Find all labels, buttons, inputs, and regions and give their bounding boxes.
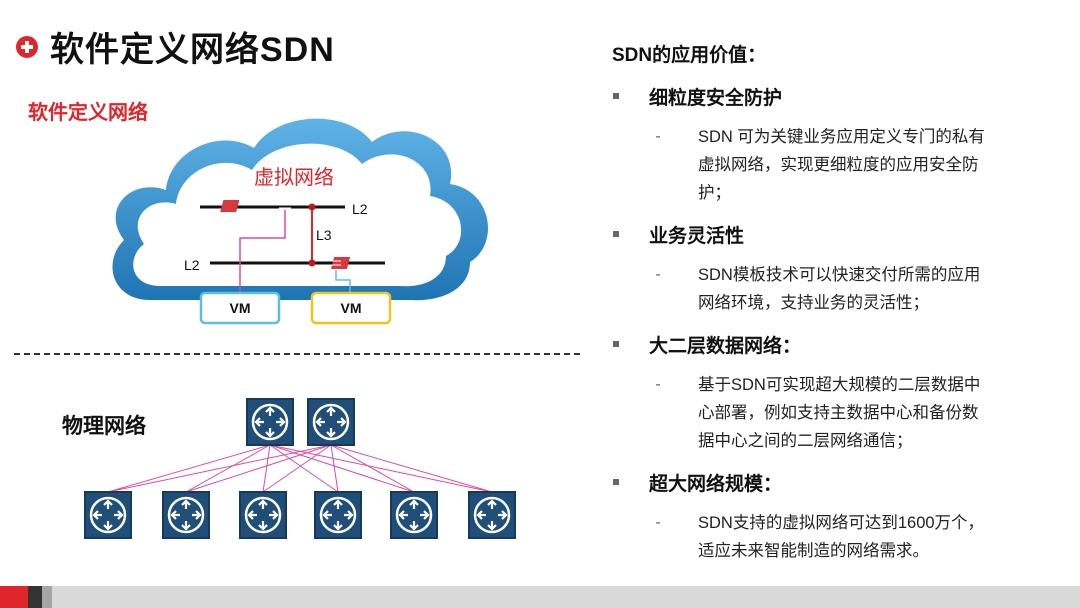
- core-switch-icon-2: [306, 397, 356, 447]
- footer-accent-red: [0, 586, 28, 608]
- access-switch-icon-5: [389, 490, 439, 540]
- section-title: 细粒度安全防护: [649, 87, 783, 109]
- physical-network-label: 物理网络: [62, 415, 146, 438]
- l3-bottom-node: [308, 259, 316, 267]
- value-panel: SDN的应用价值： 细粒度安全防护 - SDN 可为关键业务应用定义专门的私有 …: [612, 40, 1062, 577]
- virtual-switch-icon-bottom: [329, 257, 351, 269]
- access-switch-icon-1: [83, 490, 133, 540]
- virtual-section-label: 软件定义网络: [28, 102, 148, 124]
- vm2-box: [310, 291, 392, 325]
- text-line: 心部署，例如支持主数据中心和备份数: [698, 404, 979, 422]
- plus-circle-icon: [16, 35, 38, 58]
- text-line: 虚拟网络，实现更细粒度的应用安全防: [698, 156, 979, 174]
- value-section: 业务灵活性 - SDN模板技术可以快速交付所需的应用 网络环境，支持业务的灵活性…: [612, 219, 1062, 317]
- square-bullet-icon: [613, 231, 619, 237]
- text-line: 基于SDN可实现超大规模的二层数据中: [698, 376, 981, 394]
- virtual-network-label: 虚拟网络: [254, 166, 334, 189]
- square-bullet-icon: [613, 93, 619, 99]
- access-switch-icon-2: [161, 490, 211, 540]
- access-switch-icon-3: [238, 490, 288, 540]
- section-title: 超大网络规模：: [649, 473, 783, 495]
- square-bullet-icon: [613, 341, 619, 347]
- vm1-link: [239, 210, 286, 294]
- l2-bottom-label: L2: [184, 257, 200, 273]
- section-text: 基于SDN可实现超大规模的二层数据中 心部署，例如支持主数据中心和备份数 据中心…: [698, 371, 1018, 455]
- page-title: 软件定义网络SDN: [50, 31, 335, 69]
- value-heading: SDN的应用价值：: [612, 45, 767, 66]
- value-section: 细粒度安全防护 - SDN 可为关键业务应用定义专门的私有 虚拟网络，实现更细粒…: [612, 81, 1062, 207]
- text-line: 网络环境，支持业务的灵活性；: [698, 294, 929, 312]
- section-text: SDN支持的虚拟网络可达到1600万个， 适应未来智能制造的网络需求。: [698, 509, 1018, 565]
- section-title: 大二层数据网络：: [649, 335, 802, 357]
- text-line: SDN模板技术可以快速交付所需的应用: [698, 266, 981, 284]
- vm2-label: VM: [341, 300, 362, 316]
- value-section: 大二层数据网络： - 基于SDN可实现超大规模的二层数据中 心部署，例如支持主数…: [612, 329, 1062, 455]
- physical-links: [107, 444, 493, 493]
- dash-bullet-icon: -: [655, 266, 661, 283]
- text-line: SDN支持的虚拟网络可达到1600万个，: [698, 514, 985, 532]
- dash-bullet-icon: -: [655, 514, 661, 531]
- network-diagram: 虚拟网络 L2 L2 L3 VM VM: [83, 118, 517, 540]
- section-title: 业务灵活性: [649, 225, 745, 247]
- footer-accent-dark: [28, 586, 42, 608]
- section-text: SDN 可为关键业务应用定义专门的私有 虚拟网络，实现更细粒度的应用安全防 护；: [698, 123, 1018, 207]
- vm2-link: [335, 270, 351, 294]
- text-line: 适应未来智能制造的网络需求。: [698, 542, 929, 560]
- section-divider: [14, 353, 580, 355]
- section-text: SDN模板技术可以快速交付所需的应用 网络环境，支持业务的灵活性；: [698, 261, 1018, 317]
- text-line: SDN 可为关键业务应用定义专门的私有: [698, 128, 985, 146]
- square-bullet-icon: [613, 479, 619, 485]
- core-switch-icon-1: [245, 397, 295, 447]
- value-section: 超大网络规模： - SDN支持的虚拟网络可达到1600万个， 适应未来智能制造的…: [612, 467, 1062, 565]
- l3-top-node: [308, 203, 316, 211]
- title-area: 软件定义网络SDN: [16, 22, 335, 71]
- footer-accent-gray: [42, 586, 52, 608]
- access-switch-icon-4: [313, 490, 363, 540]
- l3-label: L3: [316, 227, 332, 243]
- virtual-switch-icon-top: [220, 200, 291, 212]
- cloud-shape: [112, 118, 489, 301]
- text-line: 护；: [698, 184, 731, 202]
- access-switch-icon-6: [467, 490, 517, 540]
- dash-bullet-icon: -: [655, 128, 661, 145]
- vm1-label: VM: [230, 300, 251, 316]
- vm1-box: [199, 291, 281, 325]
- l2-top-label: L2: [352, 201, 368, 217]
- text-line: 据中心之间的二层网络通信；: [698, 432, 913, 450]
- dash-bullet-icon: -: [655, 376, 661, 393]
- footer-bar: [0, 586, 1080, 608]
